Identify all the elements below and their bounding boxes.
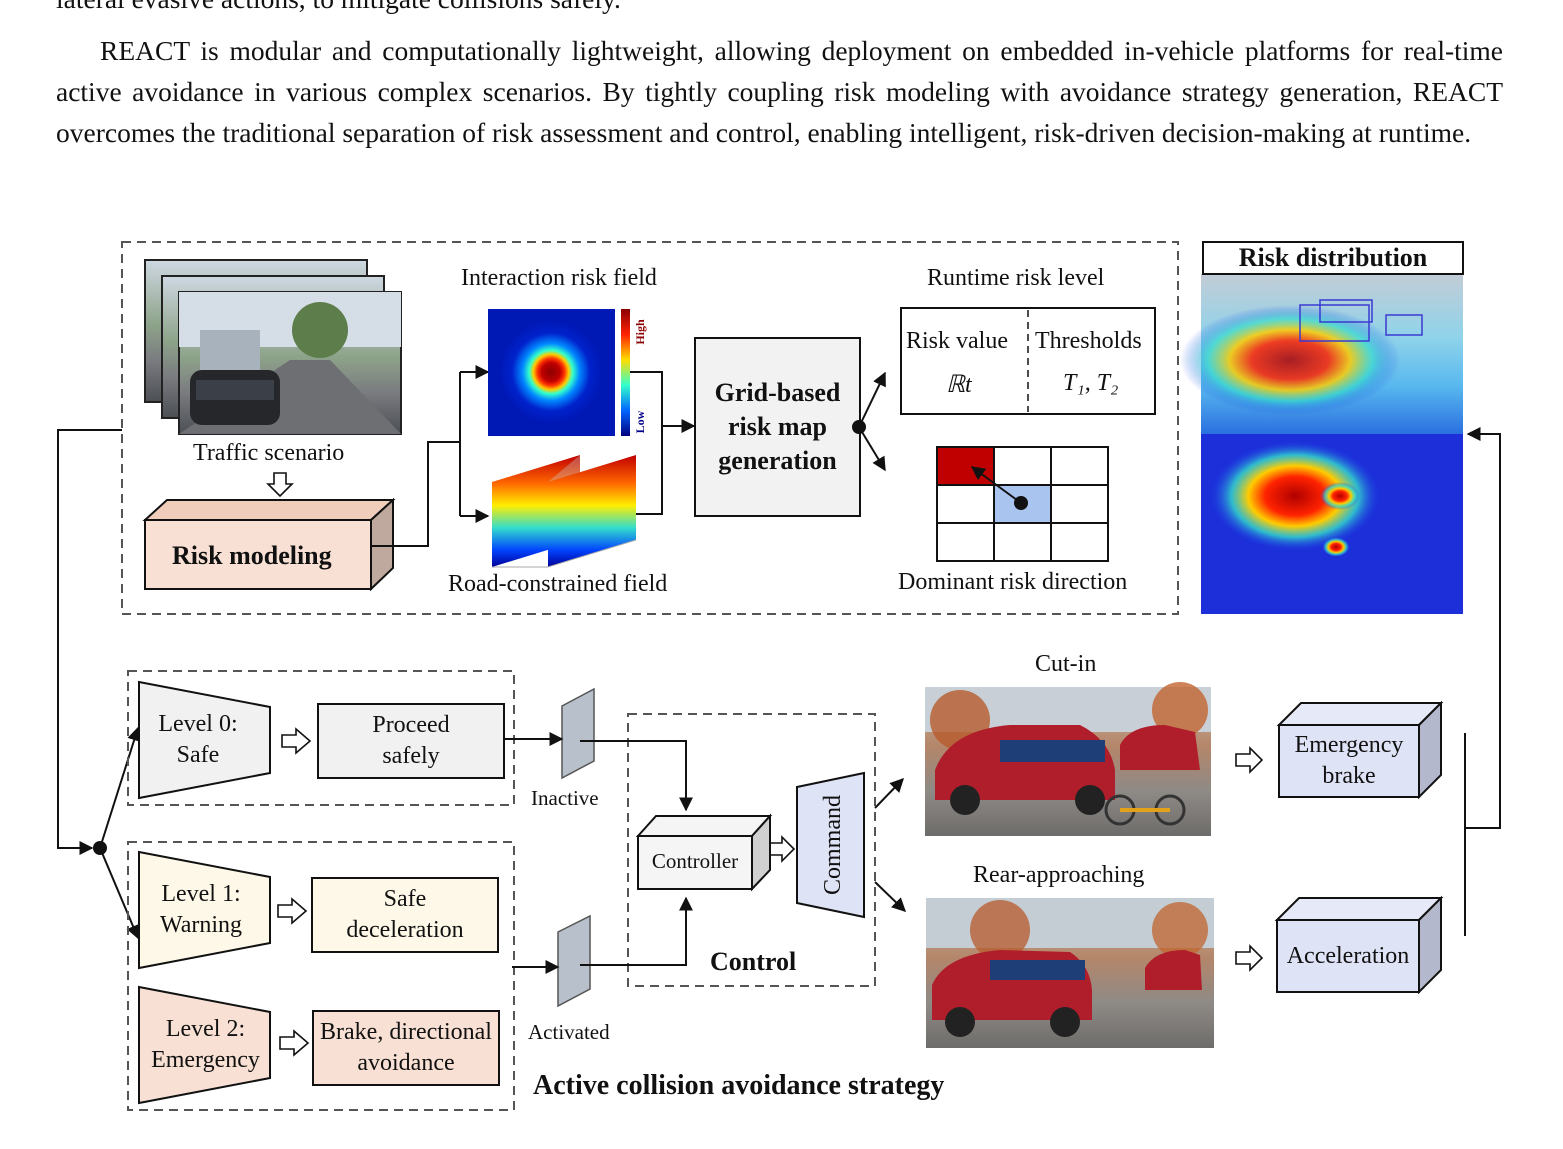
thresholds-header: Thresholds [1035,328,1142,354]
level2-line-1: Level 2: [165,1016,246,1042]
level2-trapezoid [138,985,271,1105]
safe-decel-line-1: Safe [383,886,427,912]
previous-paragraph-fragment: lateral evasive actions, to mitigate col… [56,0,621,19]
emergency-brake-line-1: Emergency [1294,732,1404,758]
safe-deceleration-box: Safe deceleration [312,878,498,952]
thresholds-symbol: T₁, T₂ [1063,370,1119,396]
brake-avoidance-box: Brake, directional avoidance [313,1011,499,1085]
colorbar-low-label: Low [633,410,647,433]
control-label: Control [710,947,797,976]
rear-approaching-label: Rear-approaching [973,862,1145,888]
control-frame [627,713,876,987]
body-paragraph: REACT is modular and computationally lig… [56,30,1503,153]
risk-modeling-box [142,497,396,592]
proceed-safely-box: Proceed safely [318,704,504,778]
activated-switch [557,914,591,1008]
risk-modeling-label: Risk modeling [172,541,332,570]
emergency-brake-line-2: brake [1322,763,1376,789]
feedback-line [1465,427,1501,829]
grid-based-label: Grid-based risk map generation [695,338,860,516]
level1-trapezoid [138,850,271,970]
traffic-scenario-images [144,259,402,435]
colorbar-high-label: High [633,319,647,345]
proceed-line-2: safely [382,743,440,769]
risk-distribution-images [1180,274,1463,614]
acceleration-label: Acceleration [1286,942,1410,969]
road-constrained-field-plot [492,455,637,568]
level2-line-2: Emergency [151,1047,260,1073]
command-trapezoid [796,771,865,919]
dominant-risk-direction-label: Dominant risk direction [898,569,1128,595]
top-dashed-frame [121,241,1179,615]
grid-based-line-1: Grid-based [714,378,841,407]
grid-based-line-3: generation [718,446,837,475]
level1-line-1: Level 1: [161,881,241,907]
risk-value-header: Risk value [906,328,1008,354]
paragraph-text: REACT is modular and computationally lig… [56,35,1503,148]
risk-direction-grid [936,446,1109,562]
level12-frame [127,841,515,1111]
rear-approaching-photo [926,898,1214,1048]
traffic-scenario-label: Traffic scenario [193,440,345,466]
proceed-line-1: Proceed [372,712,450,738]
controller-label: Controller [651,849,739,873]
cut-in-label: Cut-in [1035,651,1097,677]
controller-box [635,813,773,892]
level0-label: Level 0: Safe [139,707,257,773]
risk-distribution-title: Risk distribution [1238,243,1428,272]
strategy-title: Active collision avoidance strategy [533,1070,945,1101]
command-label: Command [820,795,846,895]
colorbar [621,309,630,436]
risk-distribution-header [1202,241,1464,275]
interaction-risk-field-label: Interaction risk field [461,265,657,291]
level1-label: Level 1: Warning [139,877,263,943]
inactive-switch [561,687,595,780]
safe-decel-line-2: deceleration [346,917,464,943]
road-constrained-field-label: Road-constrained field [448,571,668,597]
cut-in-photo [925,682,1211,836]
risk-value-symbol: ℝt [946,372,972,398]
level0-line-2: Safe [176,742,220,768]
acceleration-box [1274,895,1444,995]
level2-label: Level 2: Emergency [139,1012,272,1078]
emergency-brake-label: Emergency brake [1279,725,1419,797]
down-arrow-icon [266,472,294,498]
brake-line-1: Brake, directional [320,1019,492,1045]
grid-based-box [694,337,861,517]
inactive-label: Inactive [531,786,599,810]
brake-line-2: avoidance [357,1050,455,1076]
emergency-brake-box [1276,700,1444,800]
connector-line [372,441,460,547]
runtime-risk-level-label: Runtime risk level [927,265,1105,291]
level0-trapezoid [138,680,271,800]
grid-based-line-2: risk map [728,412,827,441]
level0-line-1: Level 0: [158,711,238,737]
activated-label: Activated [528,1020,610,1044]
level1-line-2: Warning [159,912,243,938]
